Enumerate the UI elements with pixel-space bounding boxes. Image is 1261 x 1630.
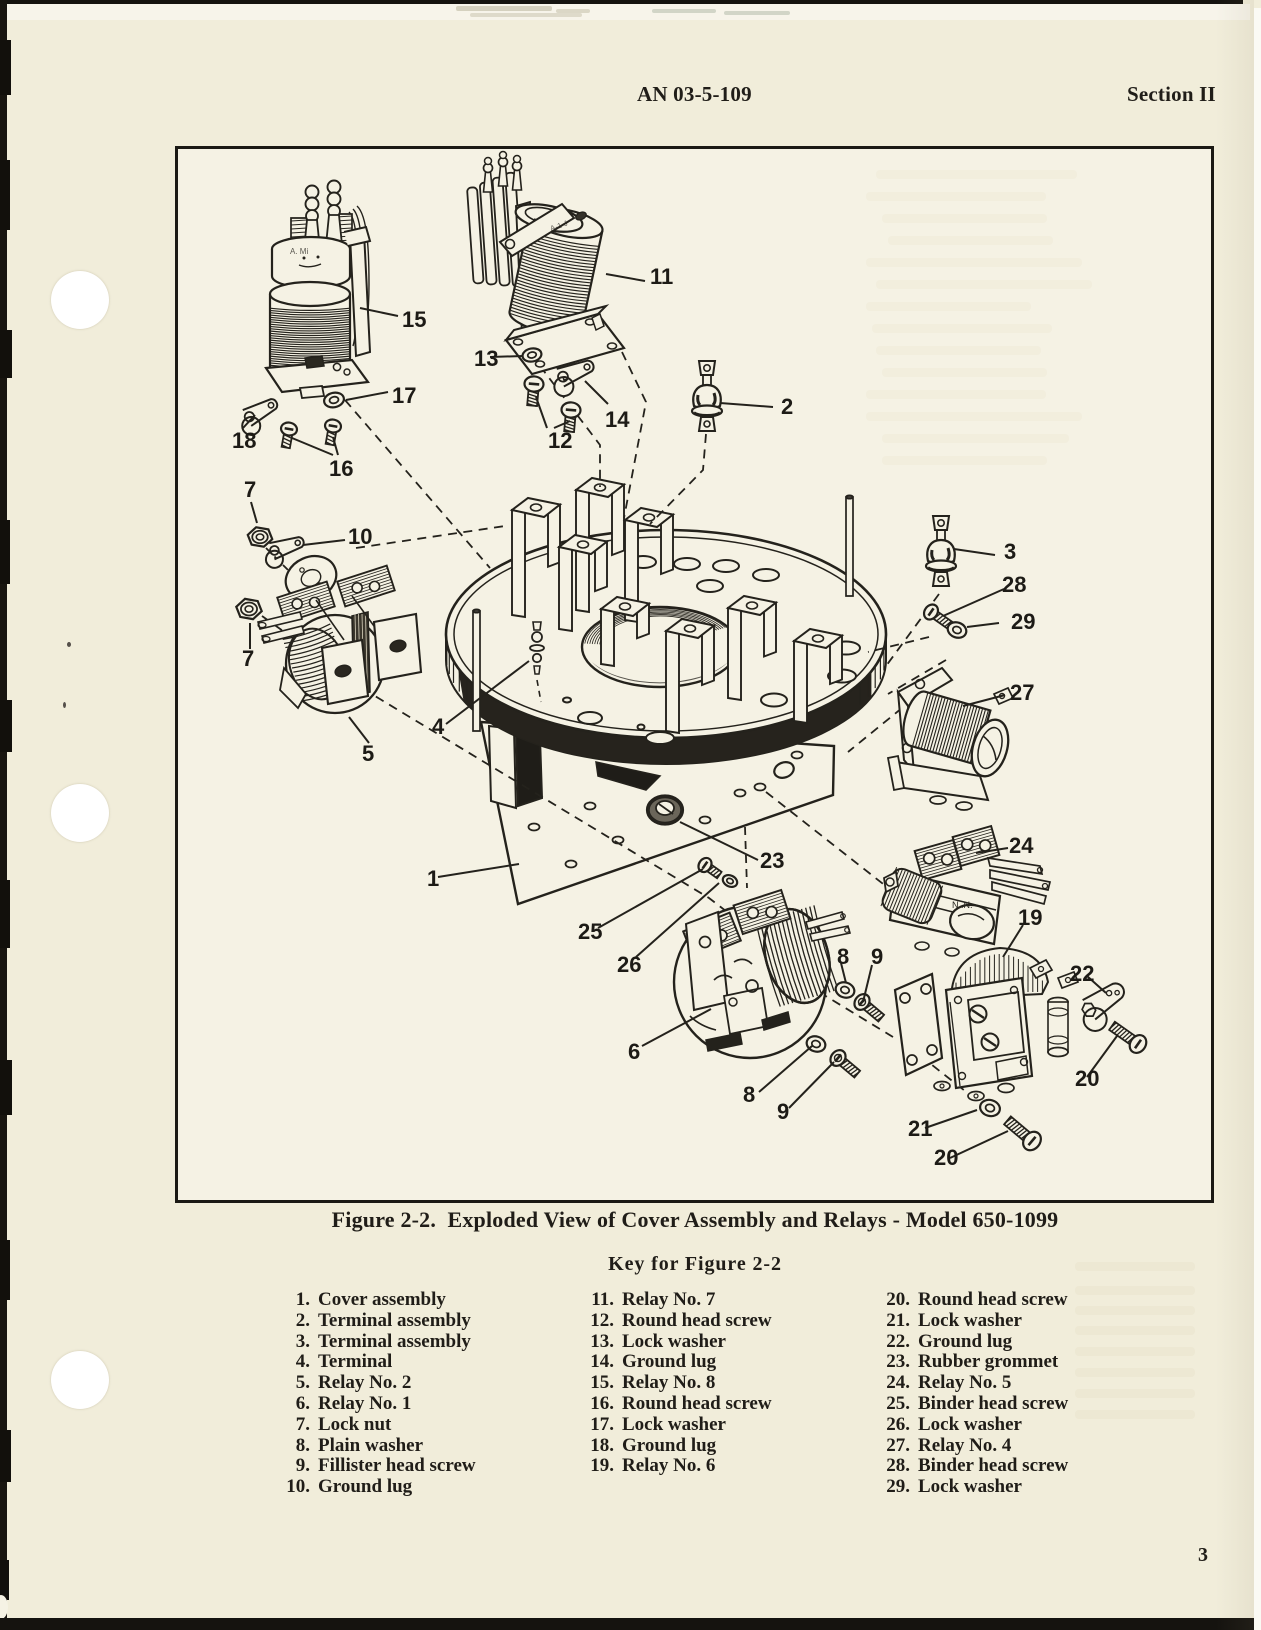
- svg-text:26: 26: [617, 952, 641, 977]
- svg-text:13: 13: [474, 346, 498, 371]
- svg-text:5: 5: [362, 741, 374, 766]
- svg-text:29: 29: [1011, 609, 1035, 634]
- svg-text:4: 4: [432, 714, 445, 739]
- svg-text:6: 6: [628, 1039, 640, 1064]
- svg-text:N..N.: N..N.: [952, 900, 973, 910]
- svg-text:19: 19: [1018, 905, 1042, 930]
- svg-text:1: 1: [427, 866, 439, 891]
- svg-text:28: 28: [1002, 572, 1026, 597]
- svg-text:23: 23: [760, 848, 784, 873]
- svg-text:7: 7: [244, 477, 256, 502]
- svg-text:3: 3: [1004, 539, 1016, 564]
- svg-text:2: 2: [781, 394, 793, 419]
- svg-text:27: 27: [1010, 680, 1034, 705]
- svg-text:10: 10: [348, 524, 372, 549]
- svg-text:18: 18: [232, 428, 256, 453]
- svg-text:16: 16: [329, 456, 353, 481]
- svg-text:15: 15: [402, 307, 426, 332]
- svg-text:24: 24: [1009, 833, 1034, 858]
- svg-text:7: 7: [242, 646, 254, 671]
- svg-text:22: 22: [1070, 961, 1094, 986]
- svg-text:11: 11: [650, 264, 673, 289]
- svg-text:8: 8: [837, 944, 849, 969]
- svg-text:17: 17: [392, 383, 416, 408]
- svg-text:14: 14: [605, 407, 630, 432]
- svg-text:9: 9: [777, 1099, 789, 1124]
- svg-text:21: 21: [908, 1116, 932, 1141]
- svg-text:25: 25: [578, 919, 602, 944]
- svg-text:8: 8: [743, 1082, 755, 1107]
- svg-text:20: 20: [934, 1145, 958, 1170]
- svg-text:12: 12: [548, 428, 572, 453]
- svg-text:20: 20: [1075, 1066, 1099, 1091]
- svg-text:9: 9: [871, 944, 883, 969]
- svg-text:A. Mi: A. Mi: [290, 247, 308, 256]
